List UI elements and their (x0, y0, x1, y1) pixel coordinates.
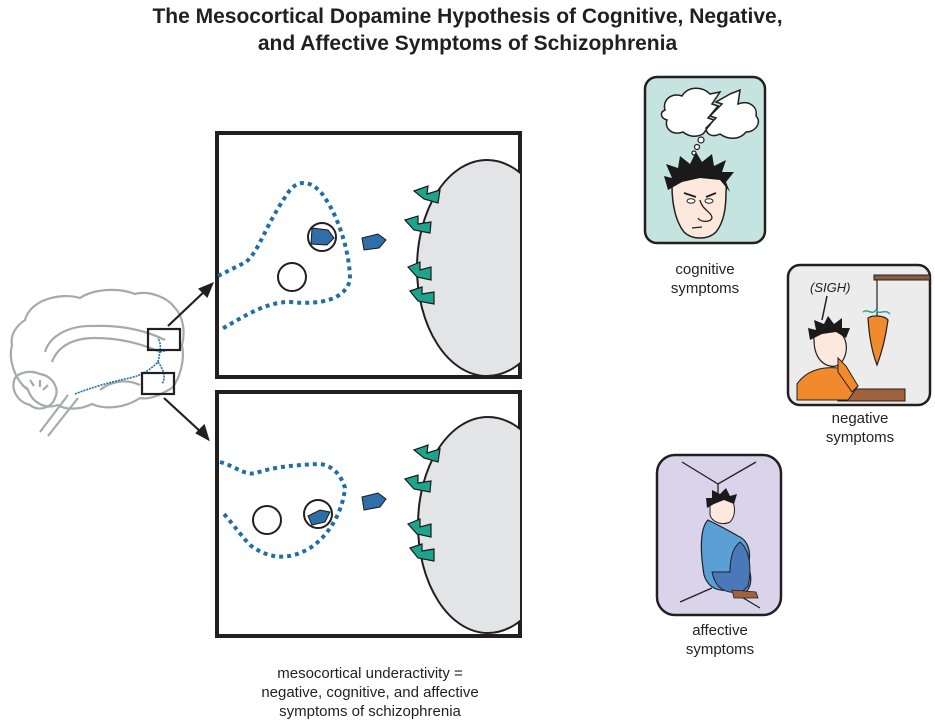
room-corner-lines (679, 461, 761, 609)
brain-lower-zoom-box (140, 371, 176, 396)
hair (808, 316, 850, 340)
dopamine-receptors (403, 185, 441, 305)
eyebrows (683, 192, 717, 198)
corpus-callosum (43, 324, 166, 353)
zoom-arrows (163, 281, 215, 442)
bottom-caption: mesocortical underactivity = negative, c… (220, 664, 520, 721)
thought-cloud-right (705, 88, 760, 139)
receptor (403, 215, 432, 234)
upper-synapse-panel (215, 131, 522, 379)
arrow-to-lower-panel (163, 397, 203, 434)
receptor (406, 261, 432, 281)
sigh-speech-text: (SIGH) (810, 280, 850, 295)
arrow-to-upper-panel (167, 289, 207, 327)
dopamine-in-vesicle (307, 509, 331, 526)
brainstem (39, 394, 79, 437)
presynaptic-terminal-outline (219, 460, 348, 559)
carrot-stick (873, 274, 931, 281)
caption-line: mesocortical underactivity = (277, 665, 463, 682)
receptor (408, 543, 435, 562)
empty-vesicle (252, 505, 282, 535)
lower-synapse-panel (215, 390, 522, 638)
hair (706, 488, 737, 508)
empty-vesicle (277, 262, 307, 292)
affective-symptoms-label: affective symptoms (660, 621, 780, 659)
label-line: negative (831, 410, 889, 427)
jeans (711, 541, 751, 593)
released-dopamine (361, 233, 387, 251)
receptor (412, 444, 441, 463)
carrot (867, 315, 889, 367)
brain-upper-zoom-box (146, 327, 182, 352)
shoe (731, 589, 759, 599)
lightning-bolt-icon (702, 103, 719, 135)
label-line: symptoms (685, 641, 755, 658)
negative-symptoms-label: negative symptoms (790, 409, 930, 447)
figure-title-line-2: and Affective Symptoms of Schizophrenia (257, 32, 678, 55)
mesocortical-pathway (74, 337, 169, 395)
label-line: cognitive (675, 261, 735, 278)
caption-line: symptoms of schizophrenia (279, 703, 461, 720)
cognitive-symptoms-card (643, 75, 767, 245)
arm (837, 356, 859, 393)
dopamine-receptors (403, 444, 441, 562)
receptor (408, 286, 435, 305)
hair (664, 152, 734, 192)
label-line: symptoms (670, 280, 740, 297)
carrot-greens (862, 308, 891, 315)
brain-illustration (9, 288, 185, 437)
cognitive-symptoms-label: cognitive symptoms (645, 260, 765, 298)
label-line: symptoms (825, 429, 895, 446)
label-line: affective (692, 622, 748, 639)
cerebellum (12, 370, 58, 410)
dopamine-in-vesicle (310, 227, 335, 246)
receptor (406, 518, 432, 538)
nose (697, 199, 713, 223)
caption-line: negative, cognitive, and affective (261, 684, 479, 701)
receptor (403, 474, 432, 493)
receptor (412, 185, 441, 204)
affective-symptoms-card (655, 453, 783, 617)
figure-title-line-1: The Mesocortical Dopamine Hypothesis of … (152, 5, 783, 28)
thought-cloud-left (660, 87, 722, 137)
negative-symptoms-card: (SIGH) (786, 263, 932, 407)
released-dopamine (361, 492, 387, 511)
